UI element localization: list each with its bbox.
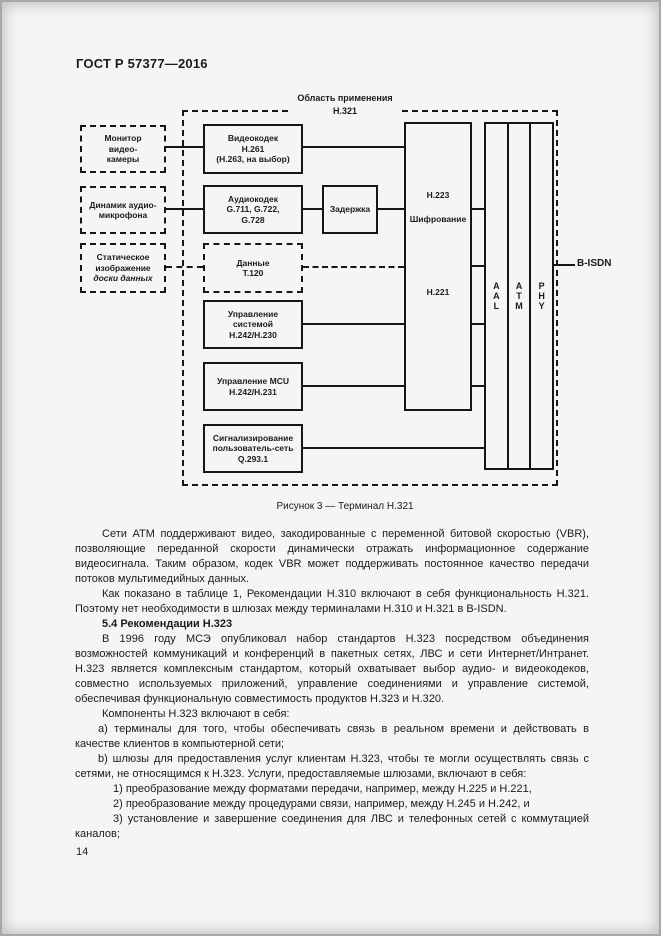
layer-aal: A A L	[493, 281, 500, 311]
connector-line	[472, 208, 484, 210]
paragraph-h323-intro: В 1996 году МСЭ опубликовал набор станда…	[75, 633, 589, 705]
box-label: Монитор видео- камеры	[104, 133, 142, 165]
figure-caption: Рисунок 3 — Терминал Н.321	[276, 501, 414, 512]
connector-line	[378, 208, 404, 210]
connector-line-dashed	[303, 266, 404, 268]
box-speaker-microphone: Динамик аудио- микрофона	[80, 186, 166, 234]
box-mcu-control: Управление MCU Н.242/Н.231	[203, 362, 303, 411]
section-heading-5-4: 5.4 Рекомендации Н.323	[102, 618, 233, 630]
box-label: Задержка	[329, 204, 371, 215]
layer-atm: A T M	[506, 124, 530, 468]
list-subitem-2: 2) преобразование между процедурами связ…	[113, 798, 530, 810]
box-system-control: Управление системой Н.242/Н.230	[203, 300, 303, 349]
page-number: 14	[76, 846, 89, 858]
doc-header: ГОСТ Р 57377—2016	[76, 56, 208, 71]
box-layer-stack: A A L A T M P H Y	[484, 122, 554, 470]
bisdn-label: B-ISDN	[577, 258, 612, 269]
connector-line	[303, 208, 322, 210]
box-label: Управление MCU Н.242/Н.231	[217, 376, 289, 397]
box-label: Данные Т.120	[236, 257, 270, 279]
paragraph-atm-vbr: Сети ATM поддерживают видео, закодирован…	[75, 528, 589, 585]
list-item-a: a) терминалы для того, чтобы обеспечиват…	[75, 723, 589, 750]
list-subitem-3: 3) установление и завершение соединения …	[75, 813, 589, 840]
box-mux-encryption: Н.223 Шифрование Н.221	[404, 122, 472, 411]
list-subitem-1: 1) преобразование между форматами переда…	[113, 783, 532, 795]
connector-line-dashed	[166, 266, 203, 268]
box-video-codec: Видеокодек Н.261 (Н.263, на выбор)	[203, 124, 303, 174]
box-audio-codec: Аудиокодек G.711, G.722, G.728	[203, 185, 303, 234]
body-text: Сети ATM поддерживают видео, закодирован…	[75, 527, 589, 842]
list-item-b: b) шлюзы для предоставления услуг клиент…	[75, 753, 589, 780]
box-label: Статическое изображение	[95, 252, 151, 273]
connector-line	[472, 385, 484, 387]
paragraph-components: Компоненты Н.323 включают в себя:	[102, 708, 290, 720]
box-user-network-signalling: Сигнализирование пользователь-сеть Q.293…	[203, 424, 303, 473]
connector-line	[303, 447, 484, 449]
connector-line	[303, 146, 404, 148]
paragraph-h310-h321: Как показано в таблице 1, Рекомендации Н…	[75, 588, 589, 615]
box-data-t120: Данные Т.120	[203, 243, 303, 293]
connector-line-bisdn	[554, 264, 575, 266]
connector-line	[303, 385, 404, 387]
connector-line	[472, 265, 484, 267]
box-label-h221: Н.221	[426, 287, 450, 297]
scope-label: Область применения Н.321	[289, 92, 401, 118]
box-monitor-camera: Монитор видео- камеры	[80, 125, 166, 173]
connector-line	[166, 146, 203, 148]
box-label: Видеокодек Н.261 (Н.263, на выбор)	[216, 133, 290, 165]
box-label: Динамик аудио- микрофона	[89, 199, 157, 221]
connector-line	[303, 323, 404, 325]
connector-line	[472, 323, 484, 325]
box-label-encryption: Шифрование	[409, 214, 467, 224]
box-label: Аудиокодек G.711, G.722, G.728	[226, 193, 280, 225]
box-static-image: Статическое изображение доски данных	[80, 243, 166, 293]
box-label-italic: доски данных	[93, 273, 153, 284]
layer-phy: P H Y	[529, 124, 552, 468]
connector-line	[166, 208, 203, 210]
box-label-h223: Н.223	[426, 190, 450, 200]
box-label: Сигнализирование пользователь-сеть Q.293…	[212, 432, 294, 464]
box-label: Управление системой Н.242/Н.230	[227, 308, 279, 340]
box-delay: Задержка	[322, 185, 378, 234]
